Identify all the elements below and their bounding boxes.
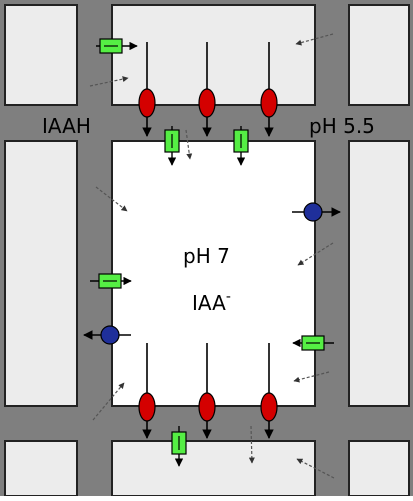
dashed-arrow-icon [92, 382, 125, 421]
apoplast-acid-label: IAAH [42, 114, 91, 138]
dashed-arrow-icon [95, 186, 128, 212]
neighbor-cell-bottom-right [348, 440, 410, 497]
neighbor-cell-left [4, 140, 78, 407]
dashed-arrow-icon [89, 76, 129, 87]
red-oval-carrier-icon [260, 392, 278, 422]
diffusion-arrows [89, 33, 335, 479]
dashed-arrow-icon [295, 33, 334, 46]
neighbor-cell-right [348, 140, 410, 407]
red-oval-carrier-icon [138, 88, 156, 118]
influx-carriers [90, 38, 334, 467]
efflux-carriers-bottom [138, 343, 278, 439]
central-cell [111, 140, 316, 407]
red-oval-carrier-icon [260, 88, 278, 118]
efflux-carriers-top [138, 42, 278, 137]
dashed-arrow-icon [297, 242, 334, 266]
lateral-carriers [83, 202, 341, 345]
dashed-arrow-icon [296, 458, 335, 479]
red-oval-carrier-icon [198, 392, 216, 422]
dashed-arrow-icon [248, 425, 255, 464]
neighbor-cell-top-right [348, 4, 410, 106]
red-oval-carrier-icon [198, 88, 216, 118]
cell-anion-label: IAA- [192, 289, 231, 315]
blue-circle-carrier-icon [303, 202, 323, 222]
neighbor-cell-bottom [111, 440, 316, 497]
neighbor-cells [4, 4, 410, 497]
cell-ph-label: pH 7 [183, 244, 230, 268]
apoplast-ph-label: pH 5.5 [309, 114, 375, 138]
neighbor-cell-top [111, 4, 316, 106]
blue-circle-carrier-icon [100, 325, 120, 345]
dashed-arrow-icon [293, 371, 330, 383]
neighbor-cell-bottom-left [4, 440, 78, 497]
red-oval-carrier-icon [138, 392, 156, 422]
neighbor-cell-top-left [4, 4, 78, 106]
